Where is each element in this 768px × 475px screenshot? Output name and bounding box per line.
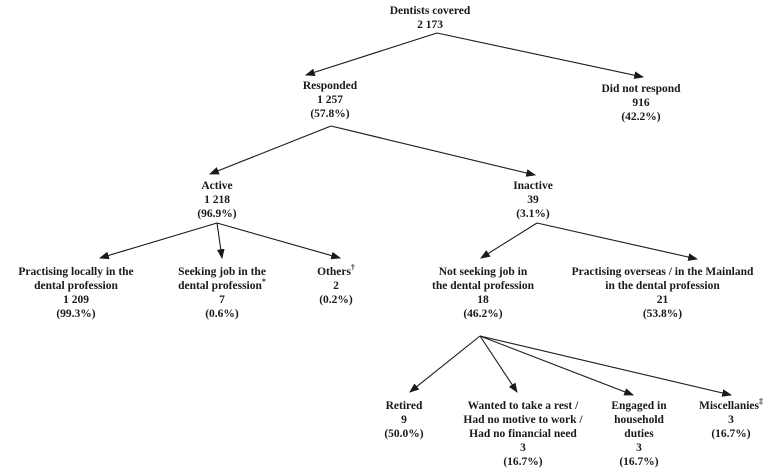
node-label: Others† xyxy=(317,263,355,278)
node-count: 3 xyxy=(728,414,734,426)
node-label: Wanted to take a rest / Had no motive to… xyxy=(463,400,583,440)
node-percent: (16.7%) xyxy=(503,456,543,468)
node-count: 7 xyxy=(219,294,225,306)
node-seeking-job: Seeking job in the dental profession* 7 … xyxy=(157,265,287,321)
node-count: 39 xyxy=(527,194,539,206)
node-count: 18 xyxy=(477,294,489,306)
node-label: Dentists covered xyxy=(389,5,471,17)
node-label: Retired xyxy=(385,400,423,412)
node-label: Responded xyxy=(302,80,358,92)
node-percent: (53.8%) xyxy=(642,308,683,320)
node-percent: (0.2%) xyxy=(319,294,353,306)
node-count: 9 xyxy=(401,414,407,426)
node-inactive: Inactive 39 (3.1%) xyxy=(483,179,583,221)
node-wanted-rest: Wanted to take a rest / Had no motive to… xyxy=(441,399,605,469)
node-count: 2 xyxy=(333,280,339,292)
node-label: Practising overseas / in the Mainland in… xyxy=(571,266,754,292)
node-practising-locally: Practising locally in the dental profess… xyxy=(1,265,151,321)
node-count: 21 xyxy=(656,294,669,306)
node-label: Not seeking job in the dental profession xyxy=(431,266,535,292)
node-label: Engaged in household duties xyxy=(611,400,667,440)
node-count: 1 257 xyxy=(317,94,343,106)
node-label: Seeking job in the dental profession* xyxy=(178,266,266,292)
node-count: 916 xyxy=(632,97,650,109)
node-not-seeking-job: Not seeking job in the dental profession… xyxy=(408,265,558,321)
node-percent: (50.0%) xyxy=(384,428,424,440)
node-percent: (16.7%) xyxy=(619,456,659,468)
node-engaged-household: Engaged in household duties 3 (16.7%) xyxy=(594,399,684,469)
node-label: Active xyxy=(201,180,233,192)
node-active: Active 1 218 (96.9%) xyxy=(167,179,267,221)
node-label: Practising locally in the dental profess… xyxy=(18,266,134,292)
node-count: 2 173 xyxy=(417,19,443,31)
node-did-not-respond: Did not respond 916 (42.2%) xyxy=(571,82,711,124)
node-dentists-covered: Dentists covered 2 173 xyxy=(355,4,505,32)
node-miscellanies: Miscellanies‡ 3 (16.7%) xyxy=(686,397,768,441)
node-practising-overseas: Practising overseas / in the Mainland in… xyxy=(557,265,768,321)
node-label: Miscellanies‡ xyxy=(698,397,764,412)
node-count: 3 xyxy=(636,442,642,454)
node-percent: (3.1%) xyxy=(516,208,550,220)
node-percent: (96.9%) xyxy=(197,208,237,220)
node-percent: (0.6%) xyxy=(205,308,239,320)
node-others: Others† 2 (0.2%) xyxy=(296,263,376,307)
node-count: 1 218 xyxy=(204,194,230,206)
node-count: 3 xyxy=(520,442,526,454)
node-count: 1 209 xyxy=(63,294,89,306)
node-percent: (46.2%) xyxy=(463,308,503,320)
node-responded: Responded 1 257 (57.8%) xyxy=(270,79,390,121)
node-percent: (57.8%) xyxy=(310,108,350,120)
node-label: Inactive xyxy=(513,180,553,192)
node-percent: (16.7%) xyxy=(711,428,751,440)
node-label: Did not respond xyxy=(601,83,681,95)
node-percent: (99.3%) xyxy=(56,308,96,320)
node-retired: Retired 9 (50.0%) xyxy=(364,399,444,441)
node-percent: (42.2%) xyxy=(621,111,661,123)
